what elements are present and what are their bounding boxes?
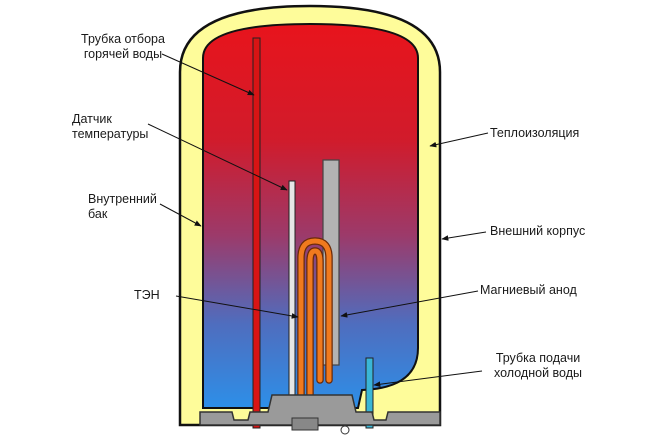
cold-water-pipe: [365, 357, 374, 429]
label-heater: ТЭН: [134, 288, 160, 302]
hot-water-pipe: [252, 37, 261, 429]
leader-temp-sensor: [147, 123, 288, 191]
leader-hot-pipe: [161, 53, 255, 96]
bottom-flange: [199, 394, 441, 426]
heating-element-fill: [298, 238, 332, 401]
leader-anode: [340, 290, 479, 318]
leader-outer-case: [441, 231, 487, 241]
leader-insulation: [429, 132, 489, 148]
label-insulation: Теплоизоляция: [490, 126, 580, 140]
temperature-sensor: [288, 180, 296, 396]
label-outer-case: Внешний корпус: [490, 224, 586, 238]
label-magnesium-anode: Магниевый анод: [480, 283, 577, 297]
leader-heater: [175, 295, 299, 319]
flange-plate: [291, 417, 319, 431]
leader-cold-pipe: [373, 370, 483, 387]
leader-inner-tank: [159, 203, 202, 227]
